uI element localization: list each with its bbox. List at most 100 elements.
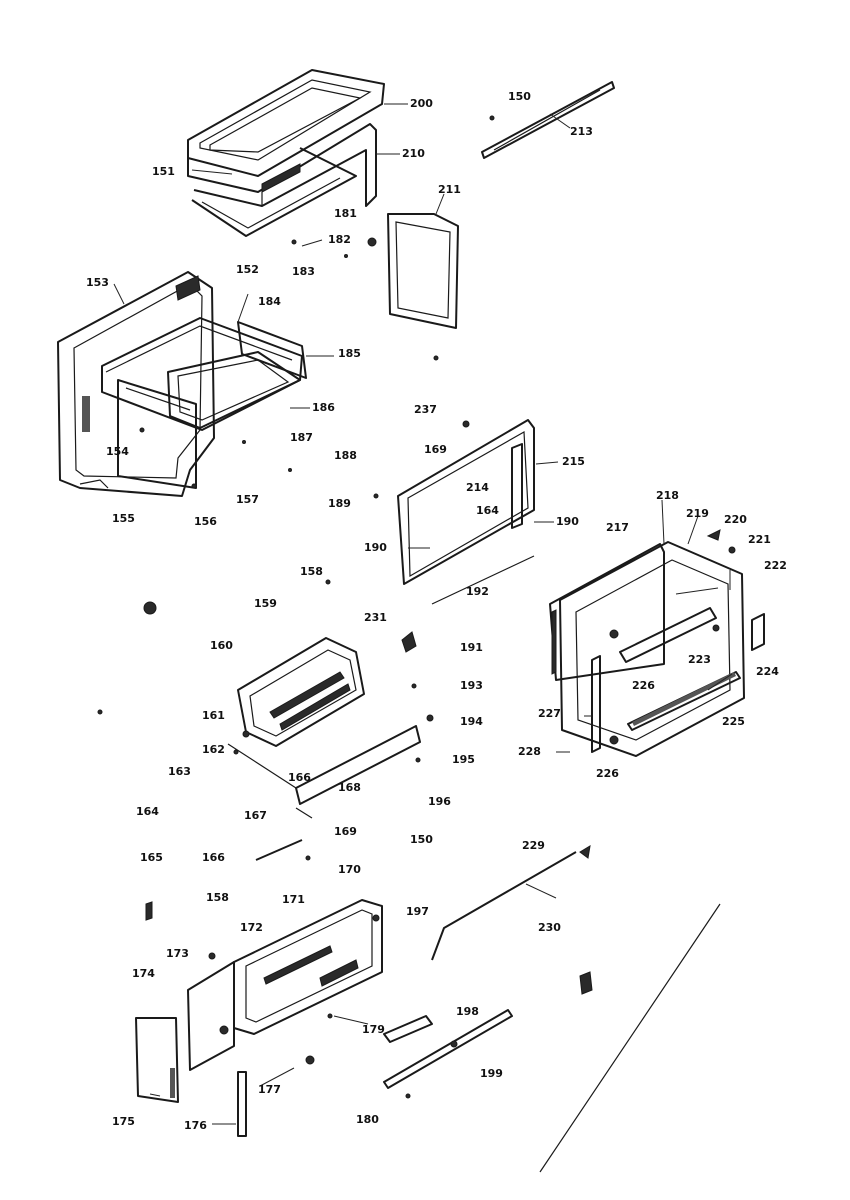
callout-label-215: 215 (562, 455, 585, 468)
small-parts-181-183 (291, 237, 439, 361)
callout-label-166: 166 (202, 851, 225, 864)
callout-label-159: 159 (254, 597, 277, 610)
diagonal-reference-line (539, 903, 721, 1173)
callout-label-188: 188 (334, 449, 357, 462)
callout-label-181: 181 (334, 207, 357, 220)
callout-label-218: 218 (656, 489, 679, 502)
callout-label-199: 199 (480, 1067, 503, 1080)
control-base-part-168 (227, 725, 421, 805)
callout-label-170: 170 (338, 863, 361, 876)
callout-label-197: 197 (406, 905, 429, 918)
callout-label-192: 192 (466, 585, 489, 598)
callout-label-171: 171 (282, 893, 305, 906)
callout-label-210: 210 (402, 147, 425, 160)
callout-label-221: 221 (748, 533, 771, 546)
callout-label-165: 165 (140, 851, 163, 864)
callout-leaders (113, 103, 733, 1125)
gas-line-part-229-230 (405, 845, 593, 1099)
callout-label-185: 185 (338, 347, 361, 360)
callout-label-180: 180 (356, 1113, 379, 1126)
oven-floor-part-186 (167, 351, 301, 429)
callout-label-162: 162 (202, 743, 225, 756)
callout-label-158: 158 (300, 565, 323, 578)
callout-label-169: 169 (334, 825, 357, 838)
callout-label-227: 227 (538, 707, 561, 720)
cabinet-inner-part-184-185 (101, 317, 307, 431)
cooktop-frame-part-200 (187, 69, 385, 177)
callout-label-157: 157 (236, 493, 259, 506)
callout-label-168: 168 (338, 781, 361, 794)
callout-label-214: 214 (466, 481, 489, 494)
callout-label-158: 158 (206, 891, 229, 904)
callout-label-190: 190 (364, 541, 387, 554)
callout-label-191: 191 (460, 641, 483, 654)
control-panel-part-160-161 (237, 637, 365, 747)
spark-parts-166-170 (255, 807, 313, 861)
door-handle-part-219 (619, 607, 717, 663)
callout-label-177: 177 (258, 1083, 281, 1096)
pan-part-151 (191, 147, 357, 237)
callout-label-167: 167 (244, 809, 267, 822)
callout-label-153: 153 (86, 276, 109, 289)
cabinet-front-part-154 (117, 379, 197, 489)
callout-label-169: 169 (424, 443, 447, 456)
callout-label-150: 150 (410, 833, 433, 846)
callout-label-220: 220 (724, 513, 747, 526)
callout-label-155: 155 (112, 512, 135, 525)
callout-label-174: 174 (132, 967, 155, 980)
callout-label-183: 183 (292, 265, 315, 278)
burner-part-179 (327, 1013, 433, 1043)
door-parts-220-224 (706, 529, 765, 651)
door-hinge-part-227 (591, 629, 619, 753)
drawer-side-part-173-175 (135, 961, 235, 1103)
callout-label-224: 224 (756, 665, 779, 678)
callout-label-176: 176 (184, 1119, 207, 1132)
callout-label-179: 179 (362, 1023, 385, 1036)
control-parts-158-159 (97, 579, 331, 715)
small-parts-155-157 (79, 427, 292, 489)
callout-label-151: 151 (152, 165, 175, 178)
callout-label-237: 237 (414, 403, 437, 416)
callout-label-211: 211 (438, 183, 461, 196)
callout-label-161: 161 (202, 709, 225, 722)
cooktop-body-part-210 (187, 123, 377, 207)
callout-label-173: 173 (166, 947, 189, 960)
callout-label-166: 166 (288, 771, 311, 784)
callout-label-228: 228 (518, 745, 541, 758)
burner-tube-part-198-199 (383, 1009, 513, 1089)
callout-label-230: 230 (538, 921, 561, 934)
callout-label-226: 226 (596, 767, 619, 780)
callout-label-152: 152 (236, 263, 259, 276)
callout-label-164: 164 (476, 504, 499, 517)
callout-label-195: 195 (452, 753, 475, 766)
drawer-parts-158-177 (145, 901, 315, 1137)
callout-label-200: 200 (410, 97, 433, 110)
callout-label-156: 156 (194, 515, 217, 528)
callout-label-175: 175 (112, 1115, 135, 1128)
callout-label-198: 198 (456, 1005, 479, 1018)
rod-part-213 (481, 81, 615, 159)
frame-bar-part-192 (431, 555, 535, 605)
callout-label-193: 193 (460, 679, 483, 692)
callout-label-194: 194 (460, 715, 483, 728)
oven-frame-part-214-215 (373, 419, 535, 585)
callout-label-172: 172 (240, 921, 263, 934)
callout-label-150: 150 (508, 90, 531, 103)
callout-label-182: 182 (328, 233, 351, 246)
callout-label-160: 160 (210, 639, 233, 652)
callout-label-164: 164 (136, 805, 159, 818)
small-parts-191-195 (401, 631, 434, 763)
callout-label-213: 213 (570, 125, 593, 138)
callout-label-154: 154 (106, 445, 129, 458)
oven-door-part-217-218 (549, 541, 745, 757)
callout-label-219: 219 (686, 507, 709, 520)
callout-label-196: 196 (428, 795, 451, 808)
door-bottom-rail-part-225 (627, 671, 741, 731)
callout-label-190: 190 (556, 515, 579, 528)
callout-label-222: 222 (764, 559, 787, 572)
callout-label-184: 184 (258, 295, 281, 308)
callout-label-189: 189 (328, 497, 351, 510)
callout-label-231: 231 (364, 611, 387, 624)
cabinet-side-part-153 (57, 271, 215, 497)
